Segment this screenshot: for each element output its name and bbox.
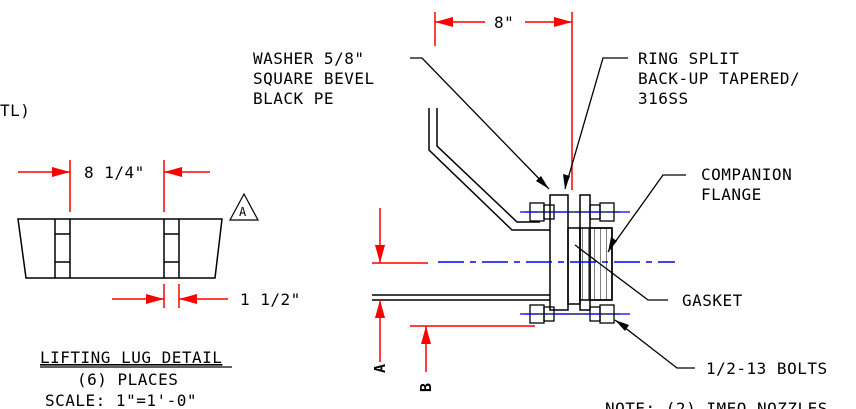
dim-top-label: 8"	[494, 13, 514, 32]
gasket-hatch	[579, 227, 613, 301]
flange-assembly	[549, 194, 613, 311]
detail-scale: SCALE: 1"=1'-0"	[45, 391, 197, 409]
companion-line-1: COMPANION	[701, 165, 792, 184]
washer-line-2: SQUARE BEVEL	[253, 69, 375, 88]
dimension-top	[434, 12, 573, 190]
washer-line-1: WASHER 5/8"	[253, 49, 364, 68]
washer-line-3: BLACK PE	[253, 89, 334, 108]
dim-a-label: A	[371, 363, 389, 373]
dim-b-label: B	[417, 382, 435, 392]
dimension-lug-width	[18, 160, 210, 212]
ring-line-2: BACK-UP TAPERED/	[638, 69, 800, 88]
companion-line-2: FLANGE	[701, 185, 762, 204]
dim-lug-width-label: 8 1/4"	[84, 163, 145, 182]
dim-lug-slot-label: 1 1/2"	[240, 290, 301, 309]
revision-letter: A	[239, 205, 247, 219]
lifting-lug-outline	[17, 218, 223, 279]
drawing-note: NOTE: (2) IMEO NOZZLES	[605, 399, 828, 409]
bolts-label: 1/2-13 BOLTS	[706, 359, 828, 378]
vessel-wall	[428, 108, 550, 231]
dimension-b	[410, 325, 535, 372]
leader-lines	[410, 57, 695, 369]
bottom-bolt	[525, 304, 620, 324]
gasket-label: GASKET	[682, 291, 743, 310]
dimension-lug-slot	[112, 284, 228, 308]
top-bolt	[525, 202, 620, 222]
ring-line-3: 316SS	[638, 89, 689, 108]
partial-label: TL)	[0, 101, 30, 120]
nozzle-pipe	[372, 294, 550, 301]
detail-places: (6) PLACES	[77, 370, 178, 389]
ring-line-1: RING SPLIT	[638, 49, 739, 68]
leader-arrowheads	[536, 174, 629, 331]
detail-title: LIFTING LUG DETAIL	[40, 348, 222, 367]
revision-triangle: A	[228, 192, 260, 221]
dimension-a	[372, 208, 428, 362]
